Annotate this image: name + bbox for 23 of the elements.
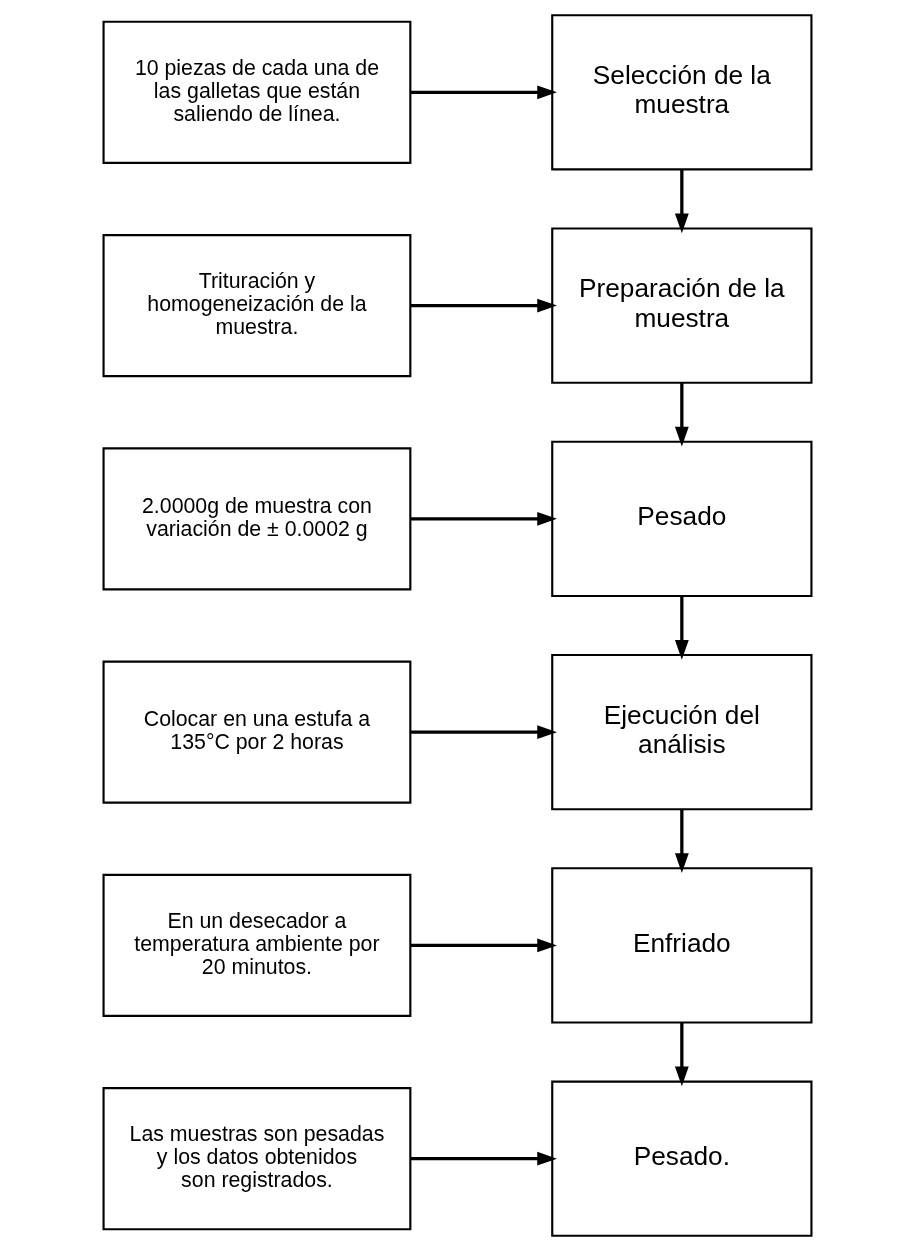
arrow (410, 1151, 557, 1166)
arrow (674, 383, 689, 447)
arrow (410, 725, 557, 740)
node-box: En un desecador a temperatura ambiente por 20 minutos. (102, 873, 412, 1017)
node-box: 10 piezas de cada una de las galletas que están saliendo de línea. (102, 20, 412, 164)
node-box: Pesado (551, 440, 813, 598)
node-box: Las muestras son pesadas y los datos obtenidos son registrados. (102, 1087, 412, 1231)
node-box: Enfriado (551, 867, 813, 1024)
arrow (674, 596, 689, 660)
arrow (674, 1022, 689, 1087)
node-box: Colocar en una estufa a 135°C por 2 horas (102, 660, 412, 804)
arrow (410, 938, 557, 953)
node-box: Ejecución del análisis (551, 653, 813, 811)
node-box: Preparación de la muestra (551, 227, 813, 384)
arrow (674, 169, 689, 234)
arrow (410, 511, 557, 526)
node-box: 2.0000g de muestra con variación de ± 0.0002 g (102, 447, 412, 591)
arrow (674, 809, 689, 874)
node-box: Selección de la muestra (551, 14, 813, 171)
node-box: Trituración y homogeneización de la muestra. (102, 234, 412, 378)
node-box: Pesado. (551, 1080, 813, 1237)
arrow (410, 298, 557, 313)
arrow (410, 85, 557, 100)
